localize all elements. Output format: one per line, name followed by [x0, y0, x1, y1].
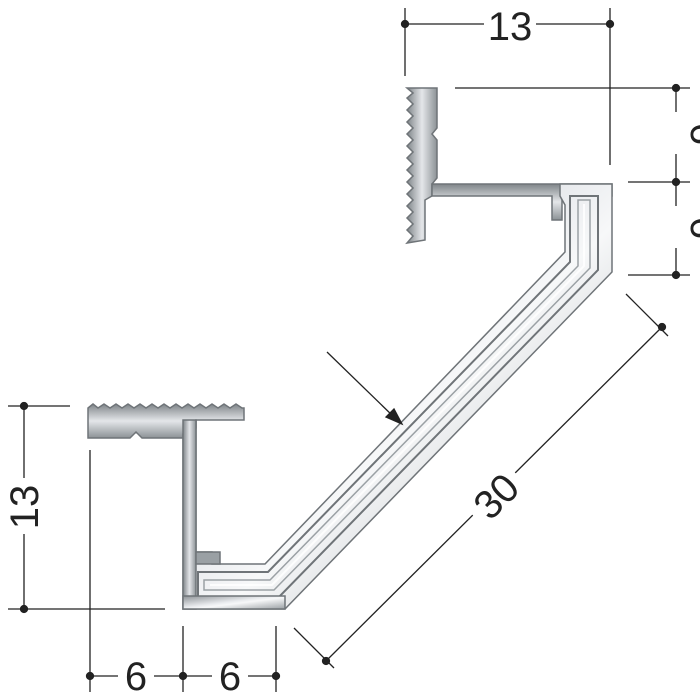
diag-dim-dot-bottom — [321, 656, 331, 666]
dimension-lines — [8, 8, 690, 692]
right-lower-label-bg — [656, 206, 696, 248]
right-upper-label-bg — [656, 112, 696, 154]
diagonal-channel — [182, 183, 613, 610]
leader-line — [326, 351, 396, 419]
left-dim-dot-top — [19, 401, 29, 411]
lower-web-notch — [195, 551, 221, 565]
bottom-base — [182, 595, 286, 610]
channel-groove-outer — [197, 195, 599, 599]
diagonal-label-bg — [455, 455, 541, 541]
dim-label-bottom-right: 6 — [219, 655, 241, 699]
lower-serrated-flange — [87, 403, 245, 439]
dim-label-left-height: 13 — [3, 485, 47, 530]
aluminium-profile — [87, 87, 613, 610]
diag-dim-dot-top — [657, 322, 667, 332]
dim-label-right-lower: 6 — [682, 217, 700, 239]
leader-arrowhead — [384, 407, 404, 426]
bottom-dim-dot-mid — [178, 671, 188, 681]
bottom-dim-dot-right — [271, 671, 281, 681]
top-dim-dot-left — [400, 19, 410, 29]
bottom-dim-dot-left — [85, 671, 95, 681]
dim-label-bottom-left: 6 — [125, 655, 147, 699]
channel-highlight — [210, 204, 585, 586]
lower-vertical-leg — [182, 419, 197, 610]
top-label-bg — [484, 2, 536, 46]
dim-label-top-width: 13 — [488, 5, 533, 49]
top-dim-dot-right — [605, 19, 615, 29]
left-dim-dot-bottom — [19, 604, 29, 614]
channel-groove-inner — [203, 199, 591, 591]
upper-serrated-flange — [404, 87, 438, 245]
bottom-left-label-bg — [118, 656, 154, 698]
right-dim-dot-top — [671, 83, 681, 93]
left-label-bg — [4, 478, 44, 534]
right-dim-dot-mid — [671, 177, 681, 187]
dimension-labels: 13 6 6 13 6 6 30 — [3, 2, 700, 699]
right-dim-dot-bottom — [671, 270, 681, 280]
bottom-right-label-bg — [212, 656, 248, 698]
dim-label-right-upper: 6 — [682, 123, 700, 145]
